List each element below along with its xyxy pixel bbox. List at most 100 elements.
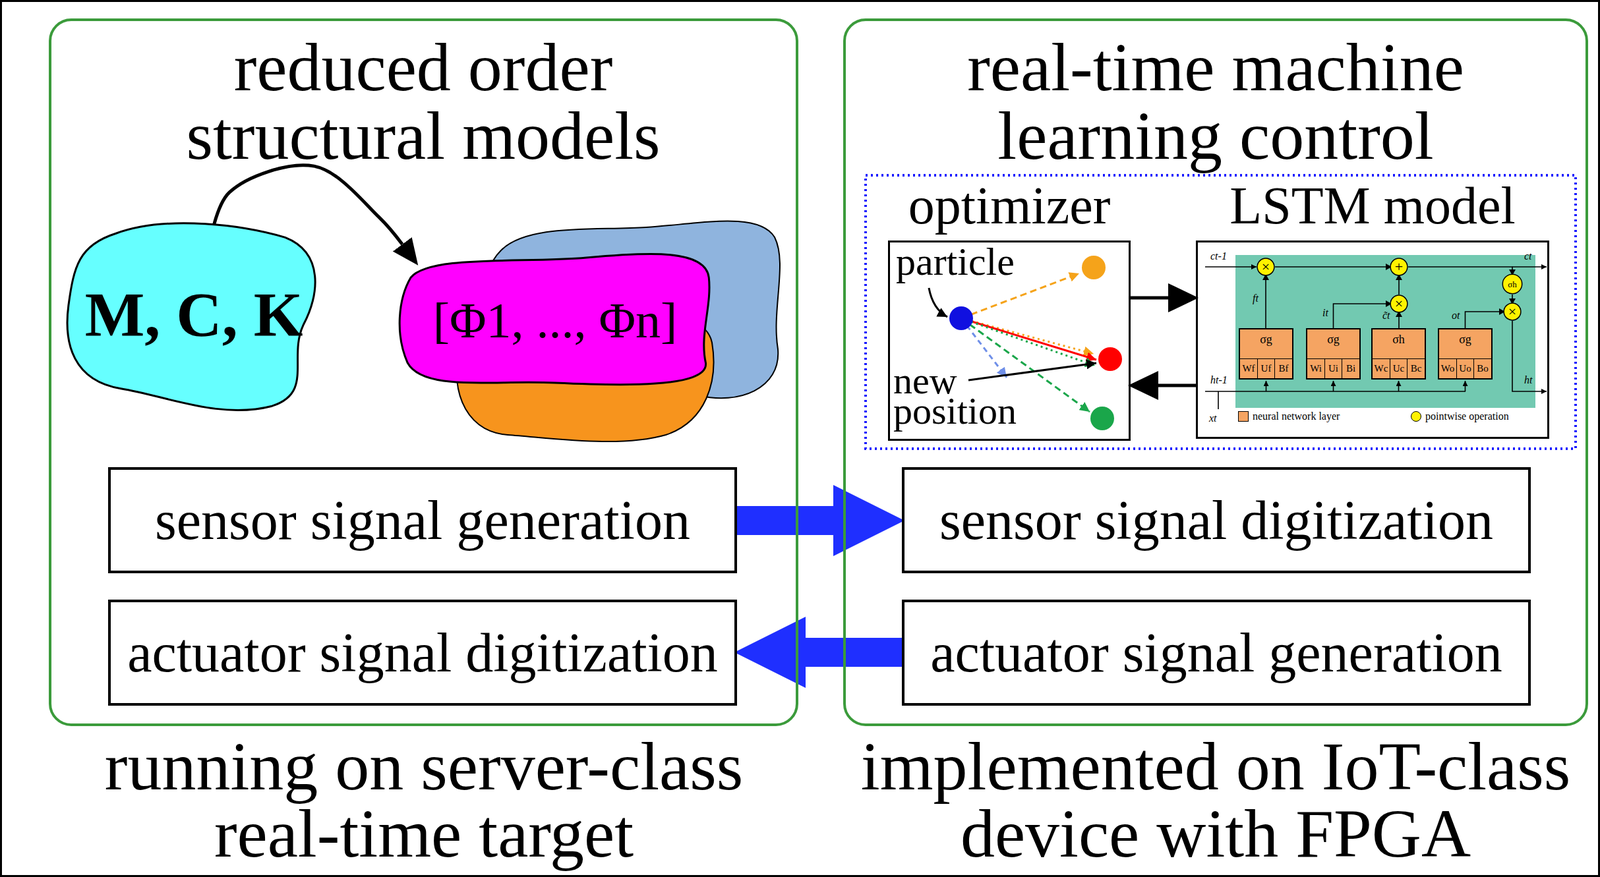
mode-blob: [Φ1, ..., Φn] — [398, 249, 712, 392]
node-text: Wf — [1240, 358, 1258, 379]
node-text: Wi — [1307, 358, 1325, 379]
input-line — [1217, 391, 1219, 410]
gate-input-line — [1265, 381, 1268, 392]
lstm-gate-layer: σhWcUcBc — [1371, 328, 1426, 380]
node-text: Wc — [1372, 358, 1390, 379]
leader-line — [928, 288, 948, 318]
panel: M, C, K [Φ1, ..., Φn] sensor signal genera… — [48, 18, 799, 727]
circle-shape — [1502, 274, 1522, 294]
node-text: ct-1 — [1210, 251, 1227, 262]
node-text: Uo — [1456, 358, 1474, 379]
optimizer-box: optimizerparticlenew position — [888, 240, 1131, 442]
lstm-cell-ground — [1235, 255, 1536, 409]
lstm-gate-layer: σgWiUiBi — [1305, 328, 1361, 380]
hidden-output-line — [1512, 321, 1547, 392]
flow-arrow — [1158, 384, 1196, 388]
node-text: implemented on IoT-class device with FPG… — [836, 733, 1595, 868]
node-label: actuator signal generation — [930, 625, 1503, 682]
position-dot — [1081, 255, 1106, 280]
panel: optimizerparticlenew positionσgWfUfBfσgW… — [843, 18, 1589, 727]
node-text: Uc — [1389, 358, 1407, 379]
edge-label: ft — [1252, 293, 1259, 304]
node-text: Bc — [1406, 358, 1425, 379]
blob-shape — [399, 253, 710, 385]
position-dot — [1090, 406, 1115, 431]
node-label: σh — [1507, 280, 1517, 289]
signal-arrow — [805, 638, 902, 668]
lstm-gate-layer: σgWfUfBf — [1238, 328, 1294, 380]
node-label: LSTM model — [1197, 179, 1548, 233]
node-label: σg — [1240, 333, 1293, 346]
pointwise-op: + — [1389, 257, 1409, 277]
legend-text: neural network layer — [1252, 411, 1340, 422]
pointwise-op: × — [1256, 257, 1275, 277]
lstm-gate-layer: σgWoUoBo — [1437, 328, 1493, 380]
hidden-state-line — [1205, 390, 1466, 393]
node-text: ht — [1524, 375, 1533, 386]
node-label: × — [1394, 296, 1403, 312]
node-text: running on server-class real-time target — [44, 733, 803, 868]
node-label: reduced order structural models — [139, 32, 707, 171]
gate-input-line — [1398, 381, 1400, 392]
node-text: ht-1 — [1210, 375, 1228, 386]
lstm-box: σgWfUfBfσgWiUiBiσhWcUcBcσgWoUoBo×+×σh×LS… — [1195, 240, 1550, 440]
node-label: × — [1261, 259, 1270, 275]
node-text: xt — [1209, 413, 1217, 424]
particle-dot — [949, 306, 974, 331]
legend-swatch — [1410, 411, 1422, 422]
gate-line — [1333, 303, 1387, 329]
node-text: new position — [893, 365, 1026, 428]
edge-label: it — [1322, 307, 1329, 319]
node-text: Ui — [1324, 358, 1342, 379]
legend-swatch — [1238, 411, 1249, 422]
cell-state-line — [1205, 266, 1257, 268]
pointwise-op: σh — [1501, 273, 1523, 295]
node-label: σh — [1372, 333, 1425, 346]
circle-shape — [1390, 258, 1408, 276]
node-text: particle — [895, 241, 1015, 282]
edge-label: c̃t — [1382, 310, 1391, 322]
position-dot — [1098, 347, 1123, 372]
legend-text: pointwise operation — [1425, 411, 1510, 422]
gate-input-line — [1464, 381, 1467, 392]
gate-line — [1398, 317, 1400, 329]
blob-shape — [67, 223, 316, 411]
node-label: optimizer — [889, 179, 1129, 233]
circle-shape — [1257, 258, 1275, 276]
cell-state-line — [1512, 266, 1547, 268]
circle-shape — [1503, 303, 1521, 321]
node-label: × — [1508, 304, 1517, 320]
process-box: actuator signal digitization — [108, 599, 738, 707]
node-text: Wo — [1439, 358, 1457, 379]
gate-line — [1465, 311, 1500, 329]
legend-entry: pointwise operation — [1410, 411, 1510, 422]
node-label: real-time machine learning control — [899, 32, 1533, 171]
node-label: sensor signal digitization — [939, 493, 1494, 549]
process-box: sensor signal generation — [108, 467, 738, 574]
edge-label: ot — [1451, 310, 1460, 322]
leader-line — [968, 363, 1097, 381]
gate-line — [1265, 280, 1267, 329]
dotted-group-frame — [865, 175, 1576, 449]
signal-arrow — [737, 506, 834, 536]
node-label: M, C, K — [85, 283, 304, 347]
circle-shape — [1390, 295, 1408, 313]
pointwise-op: × — [1503, 302, 1522, 322]
lstm-cell-sketch — [1205, 255, 1547, 410]
gate-line — [1398, 280, 1400, 295]
node-label: σg — [1307, 333, 1360, 346]
node-text: Bi — [1341, 358, 1360, 379]
node-label: + — [1394, 259, 1403, 275]
pointwise-op: × — [1389, 294, 1409, 314]
node-text: Uf — [1257, 358, 1275, 379]
flow-arrow — [1130, 296, 1169, 300]
velocity-arrow — [961, 318, 1096, 366]
gate-input-line — [1333, 381, 1335, 392]
node-label: actuator signal digitization — [127, 625, 718, 682]
process-box: actuator signal generation — [901, 599, 1531, 707]
